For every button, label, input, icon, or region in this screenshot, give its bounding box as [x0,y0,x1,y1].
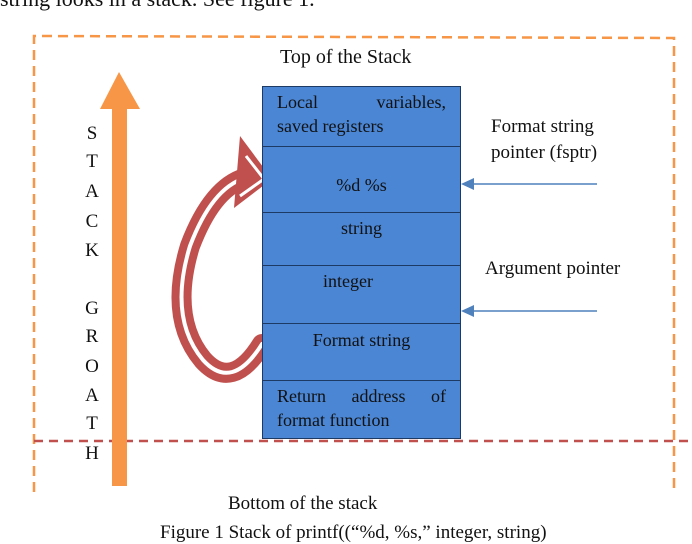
growth-letter: T [86,413,98,434]
growth-letter: H [85,443,99,464]
stack-cell-format-string: Format string [262,323,461,381]
argptr-arrow-head [461,305,474,317]
figure-caption: Figure 1 Stack of printf((“%d, %s,” inte… [160,522,547,543]
argument-pointer-label: Argument pointer [485,258,621,279]
stack-cell-string: string [262,212,461,266]
stack-cell-integer: integer [262,265,461,324]
stack-cell-local-variables: Local variables, saved registers [262,86,461,147]
growth-letter: K [85,240,99,261]
bottom-of-stack-label: Bottom of the stack [228,493,378,514]
growth-letter: C [85,211,99,232]
stack-cell-text: Local variables, [277,92,446,112]
fsptr-arrow-head [461,178,474,190]
stack-cell-text: %d %s [336,175,387,195]
stack-cell-text: Return address of [277,386,446,406]
intro-text: string looks in a stack. See figure 1. [0,0,315,12]
stack-cell-format-specifiers: %d %s [262,146,461,213]
growth-letter: A [85,181,99,202]
stack-cell-text: string [340,218,382,238]
growth-arrow-shaft [112,108,127,486]
stack-cell-text: format function [277,410,390,430]
curved-arrow-inner [179,176,264,375]
curved-arrow-head [234,136,272,208]
growth-letter: R [85,326,99,347]
growth-letter: T [86,151,98,172]
growth-arrow-head [100,72,140,109]
growth-letter: O [85,356,99,377]
stack-cell-text: Format string [312,330,411,350]
format-string-pointer-line2: pointer (fsptr) [491,142,598,163]
format-string-pointer-line1: Format string [491,116,594,137]
growth-letter: S [86,123,98,144]
stack-cell-text: integer [323,271,373,291]
growth-letter: G [85,298,99,319]
format-string-pointer-label: Format string pointer (fsptr) [491,114,597,166]
stack-cell-return-address: Return address of format function [262,380,461,439]
growth-letter: A [85,385,99,406]
outer-dashed-border [32,34,676,492]
stack-cell-text: saved registers [277,116,384,136]
top-of-stack-label: Top of the Stack [280,46,412,68]
